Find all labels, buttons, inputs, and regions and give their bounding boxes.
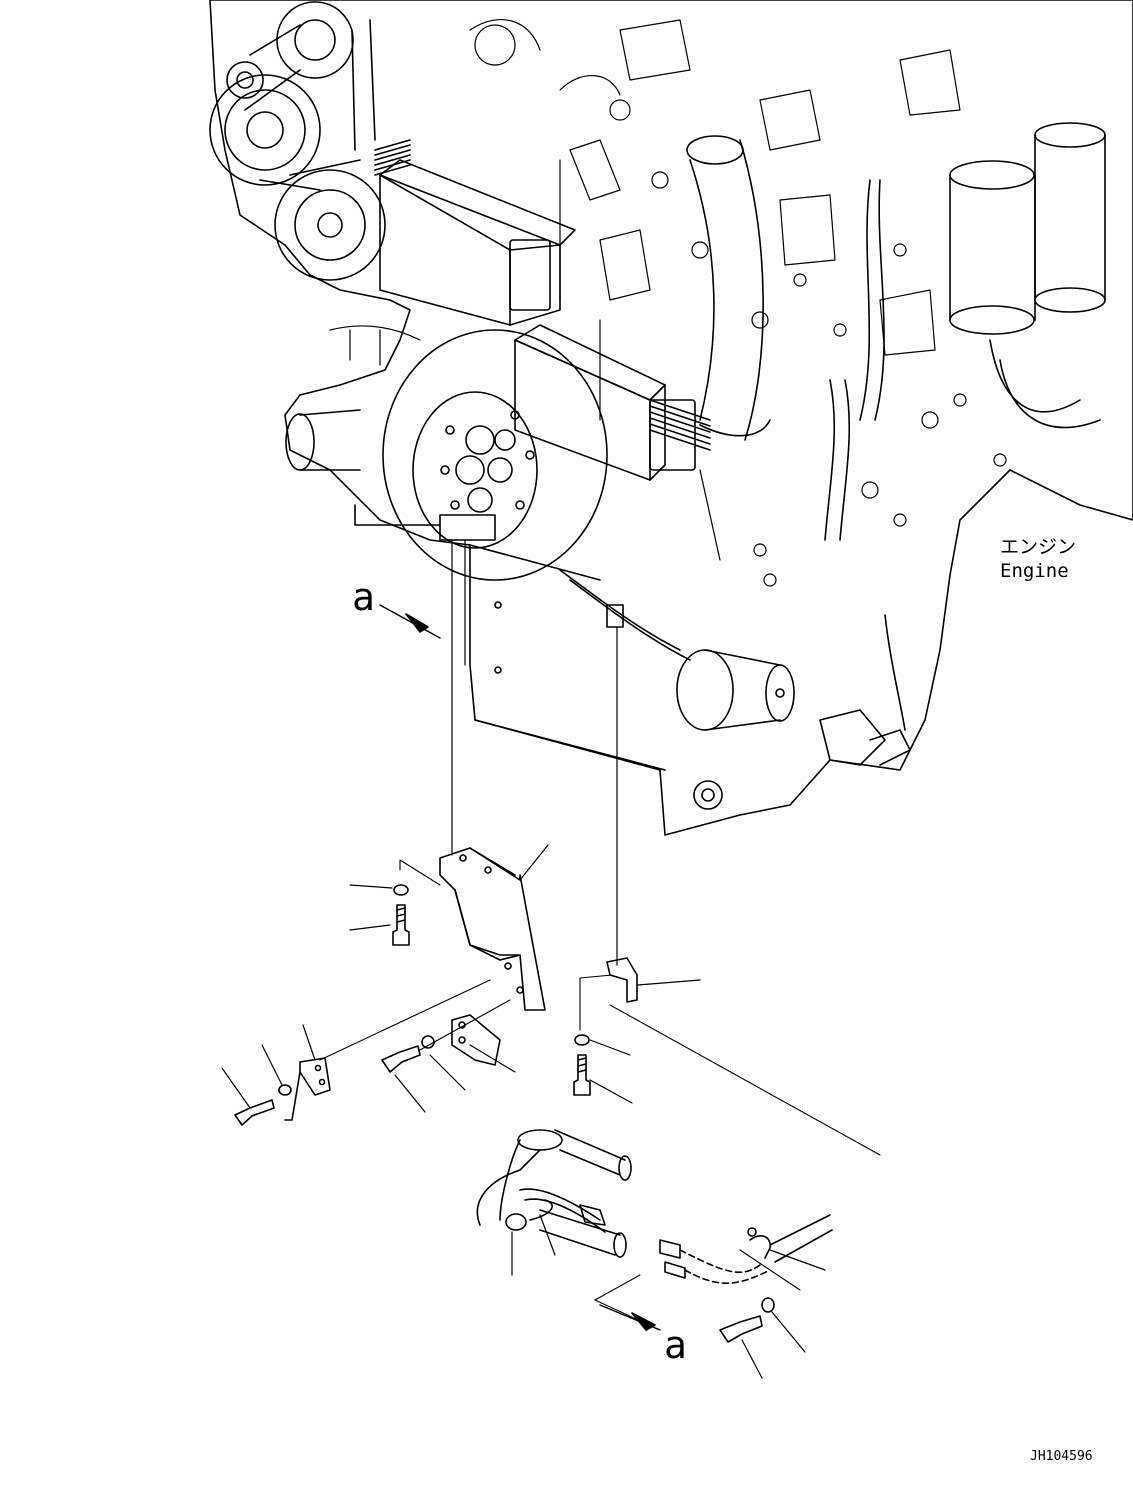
bolt-left xyxy=(234,1099,275,1126)
bolt-right xyxy=(573,1054,591,1096)
cable-clip xyxy=(451,1014,501,1066)
bolt-bottom xyxy=(719,1315,763,1343)
harness-clip xyxy=(749,1235,771,1259)
washer-upper xyxy=(393,884,409,896)
view-arrow-bottom xyxy=(599,1304,661,1331)
bracket-assembly xyxy=(234,847,546,1126)
view-a-label-bottom: a xyxy=(664,1323,687,1367)
view-a-label-top: a xyxy=(352,575,375,619)
l-bracket xyxy=(299,1057,331,1096)
ring-terminal xyxy=(505,1213,527,1231)
wiring-harness xyxy=(476,1129,833,1343)
assembly-leader-lines xyxy=(451,539,618,966)
washer-left xyxy=(278,1084,292,1096)
callout-leaders xyxy=(221,844,826,1379)
view-arrow-top xyxy=(379,604,441,639)
engine-assembly xyxy=(209,0,1133,836)
washer-right xyxy=(574,1034,590,1046)
bolt-center xyxy=(381,1045,421,1073)
bolt-upper xyxy=(392,904,410,946)
washer-center xyxy=(421,1035,435,1049)
clamp-assembly xyxy=(573,957,881,1156)
engine-label-en: Engine xyxy=(1000,560,1069,582)
washer-bottom xyxy=(761,1297,775,1313)
engine-label-jp: エンジン xyxy=(1000,536,1076,558)
drawing-number: JH104596 xyxy=(1030,1449,1093,1464)
mounting-bracket xyxy=(439,847,546,1011)
small-clamp xyxy=(606,957,638,1003)
